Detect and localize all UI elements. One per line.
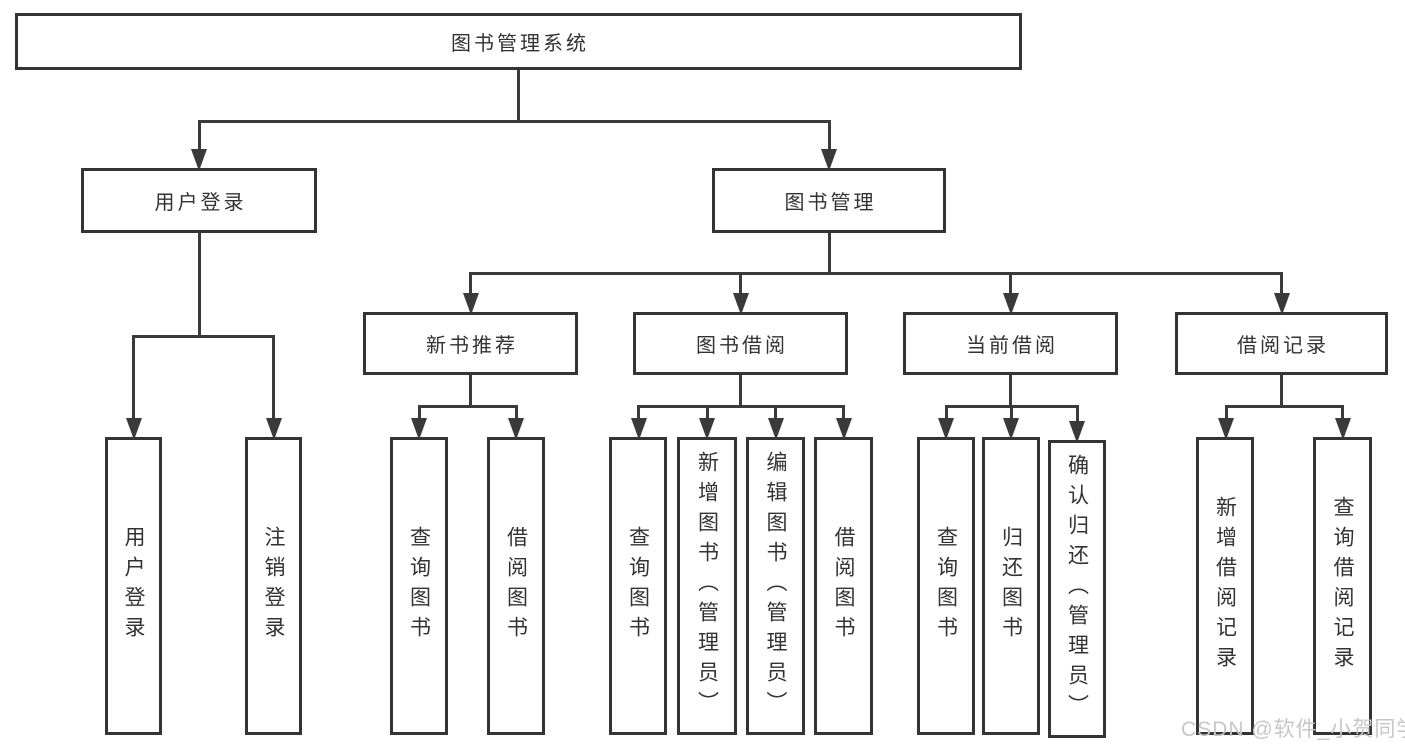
connector-line — [1280, 375, 1283, 406]
node-label: 查询图书 — [626, 526, 650, 646]
connector-line — [1009, 273, 1012, 299]
node-leaf-borrow-books: 借阅图书 — [814, 437, 873, 735]
arrowhead-down-icon — [938, 418, 954, 440]
arrowhead-down-icon — [462, 293, 479, 315]
node-label: 归还图书 — [999, 526, 1023, 646]
node-label: 注销登录 — [262, 526, 286, 646]
node-leaf-query-borrowing-record: 查询借阅记录 — [1313, 437, 1372, 735]
connector-line — [739, 273, 742, 299]
connector-line — [132, 336, 135, 424]
connector-line — [132, 334, 275, 338]
node-current-borrowing: 当前借阅 — [903, 312, 1118, 375]
connector-line — [1009, 375, 1012, 406]
connector-line — [1224, 404, 1344, 408]
connector-line — [637, 404, 845, 408]
connector-line — [197, 233, 201, 336]
connector-line — [842, 406, 845, 424]
connector-line — [705, 406, 709, 424]
watermark: CSDN @软件_小贺同学 — [1181, 718, 1405, 741]
arrowhead-down-icon — [508, 418, 524, 440]
node-leaf-confirm-return-admin: 确认归还（管理员） — [1048, 440, 1106, 738]
node-label: 用户登录 — [122, 526, 146, 646]
node-leaf-query-books-current: 查询图书 — [917, 437, 975, 735]
arrowhead-down-icon — [265, 418, 282, 440]
node-label: 新增借阅记录 — [1213, 496, 1237, 676]
connector-line — [637, 406, 640, 424]
node-user-login: 用户登录 — [81, 168, 317, 233]
arrowhead-down-icon — [821, 149, 837, 171]
arrowhead-down-icon — [1003, 418, 1019, 440]
connector-line — [417, 404, 518, 408]
node-label: 借阅图书 — [832, 526, 856, 646]
connector-line — [1280, 273, 1283, 299]
node-label: 借阅记录 — [1237, 335, 1329, 357]
connector-line — [944, 406, 948, 424]
arrowhead-down-icon — [630, 418, 647, 440]
arrowhead-down-icon — [1334, 418, 1351, 440]
connector-line — [1224, 406, 1228, 424]
connector-line — [197, 119, 831, 123]
arrowhead-down-icon — [1069, 421, 1085, 443]
connector-line — [469, 273, 472, 299]
arrowhead-down-icon — [1218, 418, 1234, 440]
node-label: 当前借阅 — [966, 335, 1058, 357]
connector-line — [417, 406, 421, 424]
connector-line — [827, 121, 831, 155]
node-label: 新书推荐 — [426, 335, 518, 357]
node-leaf-return-books: 归还图书 — [982, 437, 1040, 735]
node-leaf-query-books-recommend: 查询图书 — [390, 437, 448, 735]
node-system-root: 图书管理系统 — [15, 13, 1022, 70]
node-leaf-user-login: 用户登录 — [105, 437, 162, 735]
node-label: 查询借阅记录 — [1331, 496, 1355, 676]
arrowhead-down-icon — [191, 149, 207, 171]
connector-line — [514, 406, 518, 424]
node-leaf-logout: 注销登录 — [245, 437, 302, 735]
node-label: 确认归还（管理员） — [1065, 454, 1089, 724]
arrowhead-down-icon — [1002, 293, 1019, 315]
node-label: 借阅图书 — [504, 526, 528, 646]
connector-line — [517, 70, 520, 121]
node-leaf-borrow-books-recommend: 借阅图书 — [487, 437, 545, 735]
connector-line — [1341, 406, 1344, 424]
arrowhead-down-icon — [767, 418, 784, 440]
node-leaf-add-borrowing-record: 新增借阅记录 — [1196, 437, 1254, 735]
connector-line — [1075, 406, 1079, 427]
connector-line — [469, 375, 472, 406]
node-leaf-query-books-borrowing: 查询图书 — [609, 437, 667, 735]
node-label: 用户登录 — [154, 192, 247, 214]
node-label: 查询图书 — [934, 526, 958, 646]
node-label: 图书借阅 — [696, 335, 788, 357]
connector-line — [1009, 406, 1013, 424]
node-leaf-add-books-admin: 新增图书（管理员） — [677, 437, 737, 735]
connector-line — [774, 406, 777, 424]
node-borrowing-records: 借阅记录 — [1175, 312, 1388, 375]
node-label: 图书管理系统 — [451, 33, 589, 55]
node-leaf-edit-books-admin: 编辑图书（管理员） — [746, 437, 805, 735]
node-label: 编辑图书（管理员） — [764, 451, 788, 721]
node-label: 查询图书 — [407, 526, 431, 646]
connector-line — [197, 121, 201, 155]
arrowhead-down-icon — [1273, 293, 1290, 315]
node-label: 图书管理 — [784, 192, 877, 214]
arrowhead-down-icon — [125, 418, 142, 440]
node-new-book-recommendation: 新书推荐 — [363, 312, 578, 375]
connector-line — [469, 271, 1283, 275]
arrowhead-down-icon — [699, 418, 715, 440]
arrowhead-down-icon — [411, 418, 427, 440]
arrowhead-down-icon — [835, 418, 852, 440]
node-book-management: 图书管理 — [712, 168, 946, 233]
connector-line — [739, 375, 742, 406]
node-label: 新增图书（管理员） — [695, 451, 719, 721]
node-book-borrowing: 图书借阅 — [633, 312, 848, 375]
connector-line — [827, 233, 831, 273]
connector-line — [272, 336, 275, 424]
arrowhead-down-icon — [732, 293, 749, 315]
